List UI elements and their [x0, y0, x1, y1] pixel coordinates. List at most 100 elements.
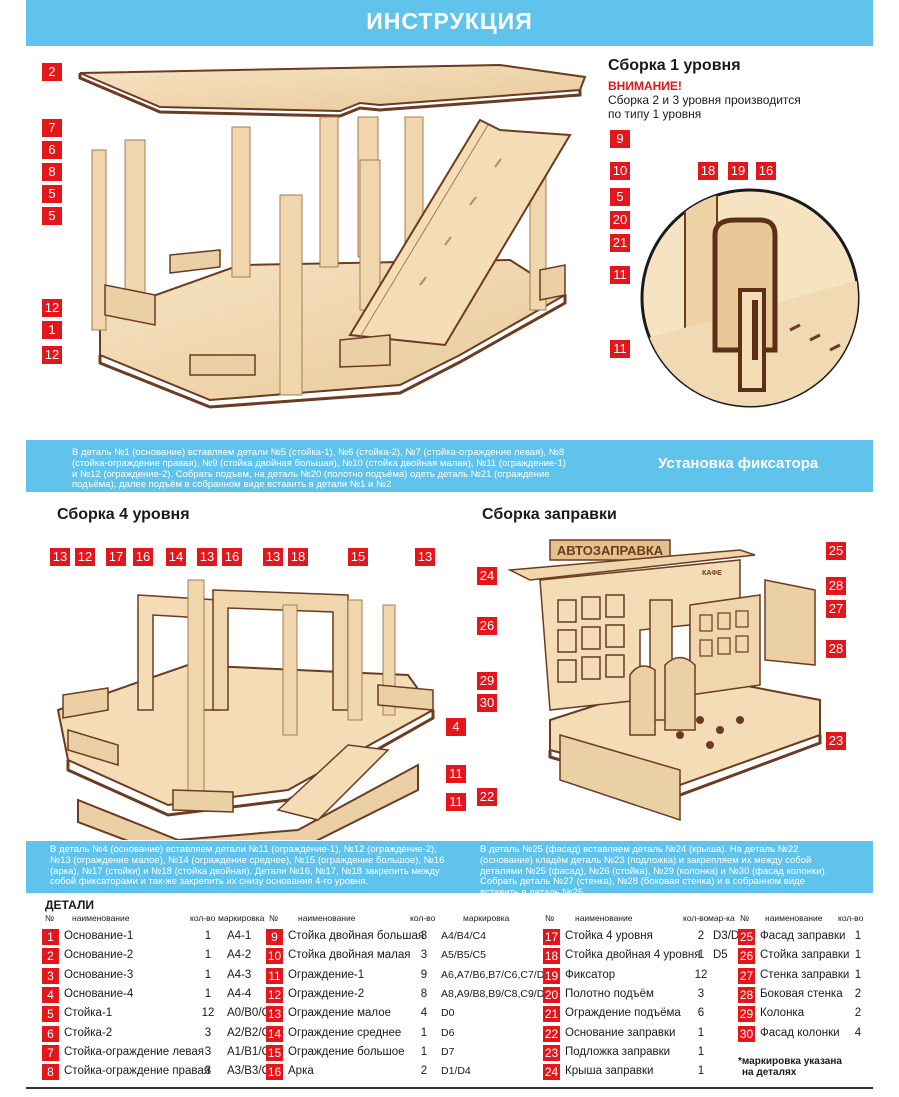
parts-header-mark-3: мар-ка	[708, 913, 735, 923]
part-qty: 1	[697, 1026, 705, 1039]
part-number: 12	[266, 986, 283, 1003]
page-title: ИНСТРУКЦИЯ	[366, 8, 533, 34]
level1-title: Сборка 1 уровня	[608, 57, 741, 74]
callout-26: 26	[477, 617, 497, 635]
part-mark: А1/В1/С1	[227, 1045, 277, 1058]
callout-2: 2	[42, 63, 62, 81]
parts-header-qty-2: кол-во	[410, 913, 436, 923]
part-name: Крыша заправки	[565, 1065, 654, 1078]
part-mark: D7	[441, 1045, 455, 1058]
part-number: 4	[42, 986, 59, 1003]
part-number: 23	[543, 1044, 560, 1061]
part-qty: 1	[697, 949, 705, 962]
part-number: 17	[543, 929, 560, 945]
part-name: Ограждение-1	[288, 968, 365, 981]
callout-6: 6	[42, 141, 62, 159]
callout-11: 11	[610, 266, 630, 284]
level1-warning: ВНИМАНИЕ!	[608, 79, 682, 93]
part-mark: А2/В2/С2	[227, 1026, 277, 1039]
part-number: 19	[543, 967, 560, 984]
part-number: 18	[543, 948, 560, 965]
part-qty: 1	[204, 930, 212, 942]
fixator-title: Установка фиксатора	[658, 455, 819, 472]
part-number: 26	[738, 948, 755, 965]
parts-header-num-4: №	[740, 913, 750, 923]
parts-header-num: №	[45, 913, 55, 923]
callout-5b: 5	[42, 207, 62, 225]
part-number: 7	[42, 1044, 59, 1061]
parts-header-name-4: наименование	[765, 913, 823, 923]
part-name: Фиксатор	[565, 968, 616, 981]
callout-19: 19	[728, 162, 748, 180]
part-name: Стойка-1	[64, 1007, 113, 1020]
part-mark: А4/В4/С4	[441, 930, 486, 942]
level1-illustration	[78, 63, 587, 409]
part-name: Арка	[288, 1065, 314, 1078]
part-mark: D3/D4	[713, 930, 746, 942]
callout-13b: 13	[197, 548, 217, 566]
station-illustration: АВТОЗАПРАВКА КАФЕ	[507, 539, 822, 822]
callout-28b: 28	[826, 640, 846, 658]
callout-14: 14	[166, 548, 186, 566]
callout-8: 8	[42, 163, 62, 181]
lower-instructions-band	[26, 841, 873, 893]
part-name: Подложка заправки	[565, 1045, 671, 1058]
part-name: Стойка-2	[64, 1026, 113, 1039]
part-qty: 3	[204, 1026, 212, 1039]
part-number: 13	[266, 1006, 283, 1023]
fixator-illustration	[640, 188, 860, 408]
part-qty: 4	[854, 1026, 862, 1039]
callout-11b: 11	[610, 340, 630, 358]
part-qty: 1	[697, 1045, 705, 1058]
part-row: 23 Подложка заправки 1	[543, 1044, 763, 1062]
level1-instructions-band	[26, 440, 873, 492]
callout-16b: 16	[133, 548, 153, 566]
parts-header-name-2: наименование	[298, 913, 356, 923]
bottom-divider	[26, 1087, 873, 1089]
part-qty: 4	[420, 1007, 428, 1020]
part-number: 16	[266, 1064, 283, 1081]
part-qty: 3	[204, 1045, 212, 1058]
part-mark: D1/D4	[441, 1065, 471, 1078]
parts-footnote: *маркировка указана на деталях	[738, 1056, 842, 1078]
part-mark: А4-4	[227, 987, 252, 1000]
parts-header-num-3: №	[545, 913, 555, 923]
part-qty: 1	[204, 987, 212, 1000]
part-number: 15	[266, 1044, 283, 1061]
callout-4: 4	[446, 718, 466, 736]
parts-header-name-3: наименование	[575, 913, 633, 923]
part-mark: А4-2	[227, 949, 252, 962]
callout-5: 5	[42, 185, 62, 203]
part-number: 9	[266, 929, 283, 945]
part-name: Ограждение большое	[288, 1045, 405, 1058]
part-number: 2	[42, 948, 59, 965]
callout-25: 25	[826, 542, 846, 560]
callout-11c: 11	[446, 765, 466, 783]
parts-header-qty-4: кол-во	[838, 913, 864, 923]
part-number: 22	[543, 1025, 560, 1042]
callout-16: 16	[756, 162, 776, 180]
part-name: Стенка заправки	[760, 968, 850, 981]
callout-30: 30	[477, 694, 497, 712]
callout-9: 9	[610, 130, 630, 148]
part-name: Ограждение-2	[288, 987, 365, 1000]
part-mark: А4-1	[227, 930, 252, 942]
parts-header-qty: кол-во	[190, 913, 216, 923]
callout-23: 23	[826, 732, 846, 750]
